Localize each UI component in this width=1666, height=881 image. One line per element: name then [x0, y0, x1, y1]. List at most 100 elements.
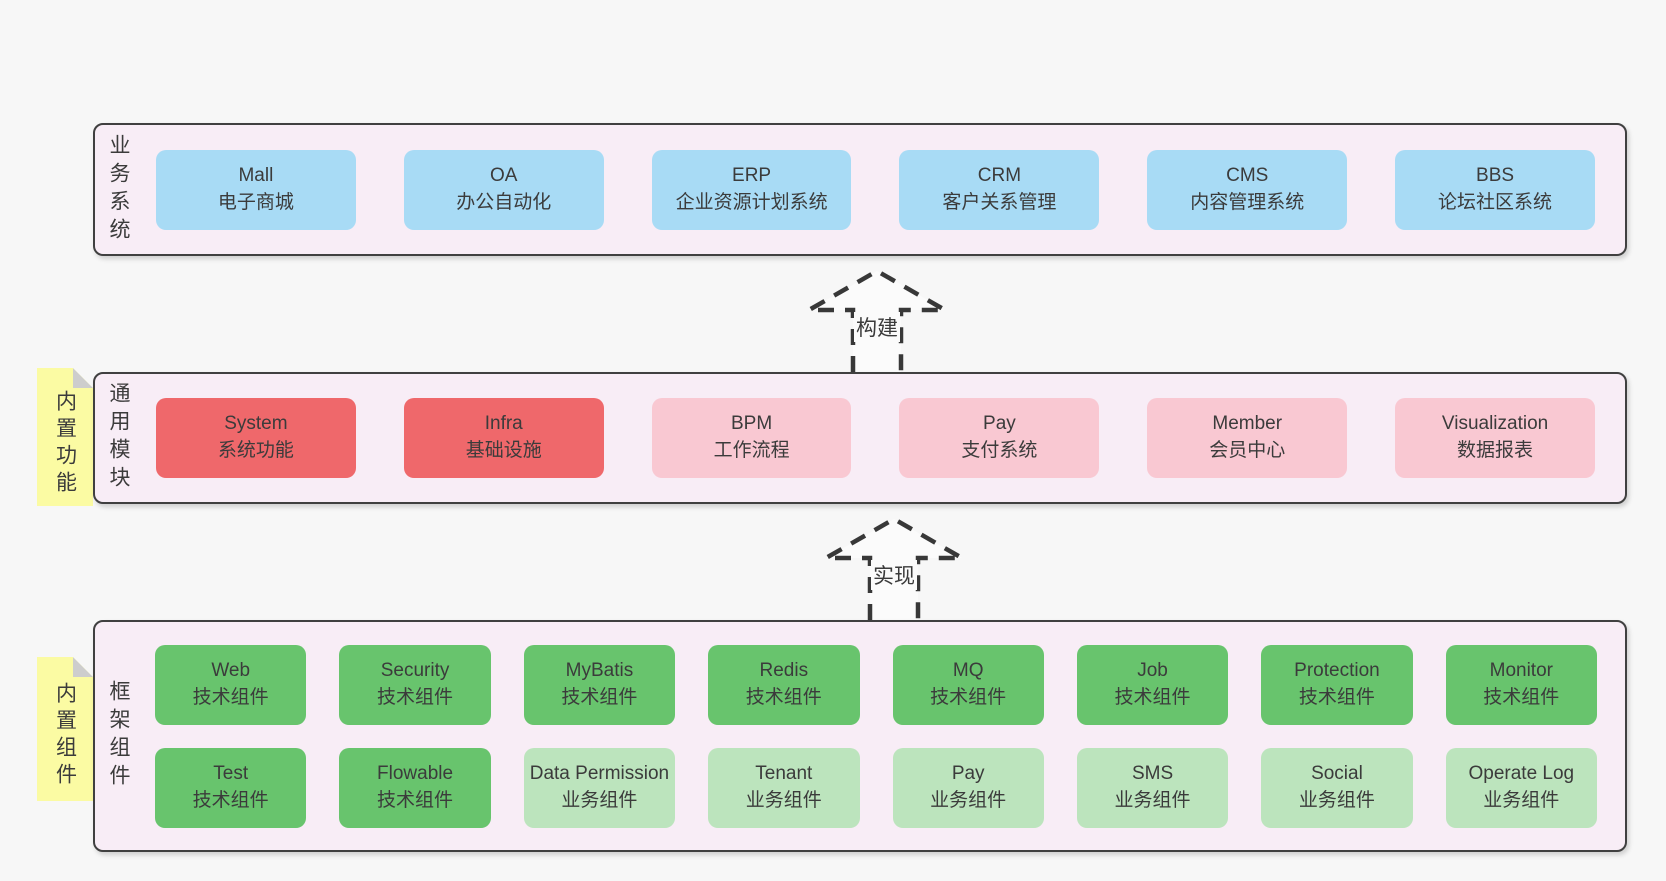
box-subtitle: 技术组件 [192, 789, 269, 811]
box-subtitle: 客户关系管理 [942, 191, 1057, 213]
box-subtitle: 基础设施 [465, 440, 542, 461]
sticky-note-built-in-components: 内置组件 [37, 657, 93, 801]
box-title: Pay [983, 413, 1016, 435]
layer-business-systems: 业务系统 Mall 电子商城 OA 办公自动化 ERP 企业资源计划系统 CRM… [93, 123, 1627, 256]
arrow-label: 实现 [871, 560, 917, 590]
box-title: Web [211, 659, 251, 681]
components-box-grid: Web 技术组件 Security 技术组件 MyBatis 技术组件 Redi… [129, 644, 1625, 828]
box-title: CMS [1226, 164, 1269, 186]
arrow-label: 构建 [854, 312, 900, 342]
box-title: Protection [1294, 659, 1380, 681]
box-title: Mall [238, 164, 274, 186]
box-subtitle: 技术组件 [377, 789, 454, 811]
box-subtitle: 技术组件 [1483, 686, 1560, 708]
folded-corner-icon [73, 657, 93, 677]
layer-label-framework-components: 框架组件 [107, 680, 130, 792]
box-title: Job [1137, 659, 1168, 681]
box-title: Member [1212, 413, 1283, 435]
box-social: Social 业务组件 [1261, 747, 1413, 828]
box-oa: OA 办公自动化 [403, 149, 604, 230]
box-operate-log: Operate Log 业务组件 [1445, 747, 1597, 828]
box-title: MyBatis [565, 659, 634, 681]
box-data-permission: Data Permission 业务组件 [523, 747, 676, 828]
box-mq: MQ 技术组件 [892, 644, 1044, 725]
box-title: Infra [484, 413, 523, 435]
box-title: CRM [977, 164, 1022, 186]
box-title: Tenant [755, 762, 813, 784]
box-title: Redis [759, 659, 809, 681]
box-title: BBS [1476, 164, 1515, 186]
box-web: Web 技术组件 [155, 644, 307, 725]
box-title: Monitor [1489, 659, 1553, 681]
box-pay: Pay 支付系统 [899, 398, 1100, 478]
box-title: BPM [730, 413, 773, 435]
box-subtitle: 工作流程 [713, 440, 790, 461]
box-subtitle: 业务组件 [1298, 789, 1375, 811]
box-cms: CMS 内容管理系统 [1147, 149, 1348, 230]
box-title: Data Permission [529, 762, 670, 784]
box-member: Member 会员中心 [1147, 398, 1348, 478]
box-title: Operate Log [1468, 762, 1575, 784]
box-subtitle: 企业资源计划系统 [675, 191, 828, 213]
box-erp: ERP 企业资源计划系统 [651, 149, 852, 230]
box-subtitle: 支付系统 [961, 440, 1038, 461]
layer-label-business-systems: 业务系统 [107, 133, 130, 246]
box-title: ERP [732, 164, 772, 186]
layer-label-common-modules: 通用模块 [107, 382, 130, 494]
business-box-row: Mall 电子商城 OA 办公自动化 ERP 企业资源计划系统 CRM 客户关系… [129, 149, 1625, 230]
box-title: Pay [951, 762, 985, 784]
box-visualization: Visualization 数据报表 [1395, 398, 1595, 478]
box-title: Visualization [1441, 413, 1549, 435]
box-crm: CRM 客户关系管理 [899, 149, 1100, 230]
box-subtitle: 技术组件 [561, 686, 638, 708]
note-label: 内置组件 [53, 682, 77, 790]
box-flowable: Flowable 技术组件 [339, 747, 491, 828]
box-subtitle: 数据报表 [1457, 440, 1534, 461]
box-title: MQ [952, 659, 984, 681]
box-title: Flowable [377, 762, 454, 784]
box-subtitle: 技术组件 [930, 686, 1007, 708]
box-subtitle: 业务组件 [1483, 789, 1560, 811]
implement-arrow: 实现 [823, 516, 965, 620]
box-system: System 系统功能 [156, 398, 356, 478]
box-protection: Protection 技术组件 [1261, 644, 1413, 725]
build-arrow: 构建 [806, 268, 948, 372]
box-subtitle: 论坛社区系统 [1438, 191, 1553, 213]
box-title: Social [1311, 762, 1363, 784]
box-security: Security 技术组件 [339, 644, 491, 725]
modules-box-row: System 系统功能 Infra 基础设施 BPM 工作流程 Pay 支付系统… [129, 398, 1625, 478]
box-job: Job 技术组件 [1076, 644, 1229, 725]
box-subtitle: 会员中心 [1209, 440, 1286, 461]
layer-common-modules: 通用模块 System 系统功能 Infra 基础设施 BPM 工作流程 Pay… [93, 372, 1627, 504]
box-subtitle: 业务组件 [930, 789, 1007, 811]
box-mybatis: MyBatis 技术组件 [523, 644, 676, 725]
box-redis: Redis 技术组件 [708, 644, 860, 725]
box-bbs: BBS 论坛社区系统 [1395, 149, 1595, 230]
box-subtitle: 内容管理系统 [1190, 191, 1305, 213]
box-subtitle: 技术组件 [377, 686, 454, 708]
box-subtitle: 技术组件 [192, 686, 269, 708]
box-title: SMS [1131, 762, 1174, 784]
box-subtitle: 技术组件 [745, 686, 822, 708]
box-tenant: Tenant 业务组件 [708, 747, 860, 828]
sticky-note-built-in-functions: 内置功能 [37, 368, 93, 506]
box-title: Test [213, 762, 249, 784]
box-infra: Infra 基础设施 [403, 398, 604, 478]
box-subtitle: 系统功能 [217, 440, 294, 461]
box-subtitle: 技术组件 [1114, 686, 1191, 708]
box-pay-business: Pay 业务组件 [892, 747, 1044, 828]
box-sms: SMS 业务组件 [1076, 747, 1229, 828]
box-test: Test 技术组件 [155, 747, 307, 828]
box-subtitle: 技术组件 [1298, 686, 1375, 708]
box-title: System [224, 413, 288, 435]
box-subtitle: 电子商城 [217, 191, 294, 213]
box-title: Security [380, 659, 450, 681]
box-title: OA [490, 164, 518, 186]
box-subtitle: 办公自动化 [456, 191, 552, 213]
box-mall: Mall 电子商城 [156, 149, 356, 230]
note-label: 内置功能 [53, 390, 77, 498]
folded-corner-icon [73, 368, 93, 388]
box-subtitle: 业务组件 [1114, 789, 1191, 811]
box-subtitle: 业务组件 [561, 789, 638, 811]
box-subtitle: 业务组件 [745, 789, 822, 811]
